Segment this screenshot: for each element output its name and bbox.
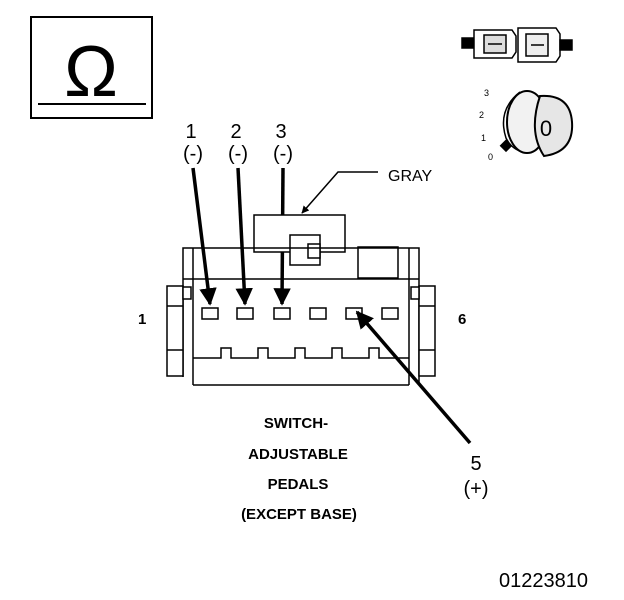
svg-text:1: 1 bbox=[185, 121, 196, 143]
arrow-pin-1 bbox=[191, 167, 217, 306]
wire-leader-line bbox=[301, 171, 378, 214]
terminal-cavity-3 bbox=[273, 307, 291, 320]
svg-text:(EXCEPT BASE): (EXCEPT BASE) bbox=[241, 506, 357, 523]
connector-end-right-label: 6 bbox=[458, 311, 466, 328]
pin-label-1: 1 (-) bbox=[183, 121, 203, 165]
ignition-position-0: 0 bbox=[488, 152, 493, 162]
connector-plug-icon bbox=[461, 27, 573, 63]
ohm-icon: Ω bbox=[64, 32, 118, 112]
connector-body bbox=[166, 214, 436, 386]
svg-text:5: 5 bbox=[470, 453, 481, 475]
wire-color-label: GRAY bbox=[388, 168, 432, 185]
arrow-pin-5 bbox=[355, 310, 472, 445]
ignition-position-1: 1 bbox=[481, 133, 486, 143]
svg-text:(+): (+) bbox=[464, 478, 489, 500]
terminal-cavity-4 bbox=[309, 307, 327, 320]
svg-text:(-): (-) bbox=[273, 143, 293, 165]
terminal-cavity-6 bbox=[381, 307, 399, 320]
connector-end-left-label: 1 bbox=[138, 311, 146, 328]
svg-text:(-): (-) bbox=[183, 143, 203, 165]
terminal-cavities bbox=[201, 307, 399, 320]
ignition-position-3: 3 bbox=[484, 88, 489, 98]
ohm-symbol-box: Ω bbox=[30, 16, 153, 119]
figure-id: 01223810 bbox=[499, 570, 588, 592]
pin-label-2: 2 (-) bbox=[228, 121, 248, 165]
svg-text:PEDALS: PEDALS bbox=[268, 476, 329, 493]
svg-text:(-): (-) bbox=[228, 143, 248, 165]
pin-label-5: 5 (+) bbox=[464, 453, 489, 500]
svg-text:SWITCH-: SWITCH- bbox=[264, 415, 328, 432]
svg-text:3: 3 bbox=[275, 121, 286, 143]
ignition-key-label: 0 bbox=[540, 116, 552, 141]
ignition-position-2: 2 bbox=[479, 110, 484, 120]
connector-title: SWITCH- ADJUSTABLE PEDALS (EXCEPT BASE) bbox=[241, 415, 357, 523]
svg-text:ADJUSTABLE: ADJUSTABLE bbox=[248, 446, 348, 463]
pin-label-3: 3 (-) bbox=[273, 121, 293, 165]
arrow-pin-2 bbox=[235, 167, 253, 306]
terminal-cavity-1 bbox=[201, 307, 219, 320]
ignition-switch-icon: 3 2 1 0 0 bbox=[479, 88, 574, 162]
svg-text:2: 2 bbox=[230, 121, 241, 143]
terminal-cavity-2 bbox=[236, 307, 254, 320]
